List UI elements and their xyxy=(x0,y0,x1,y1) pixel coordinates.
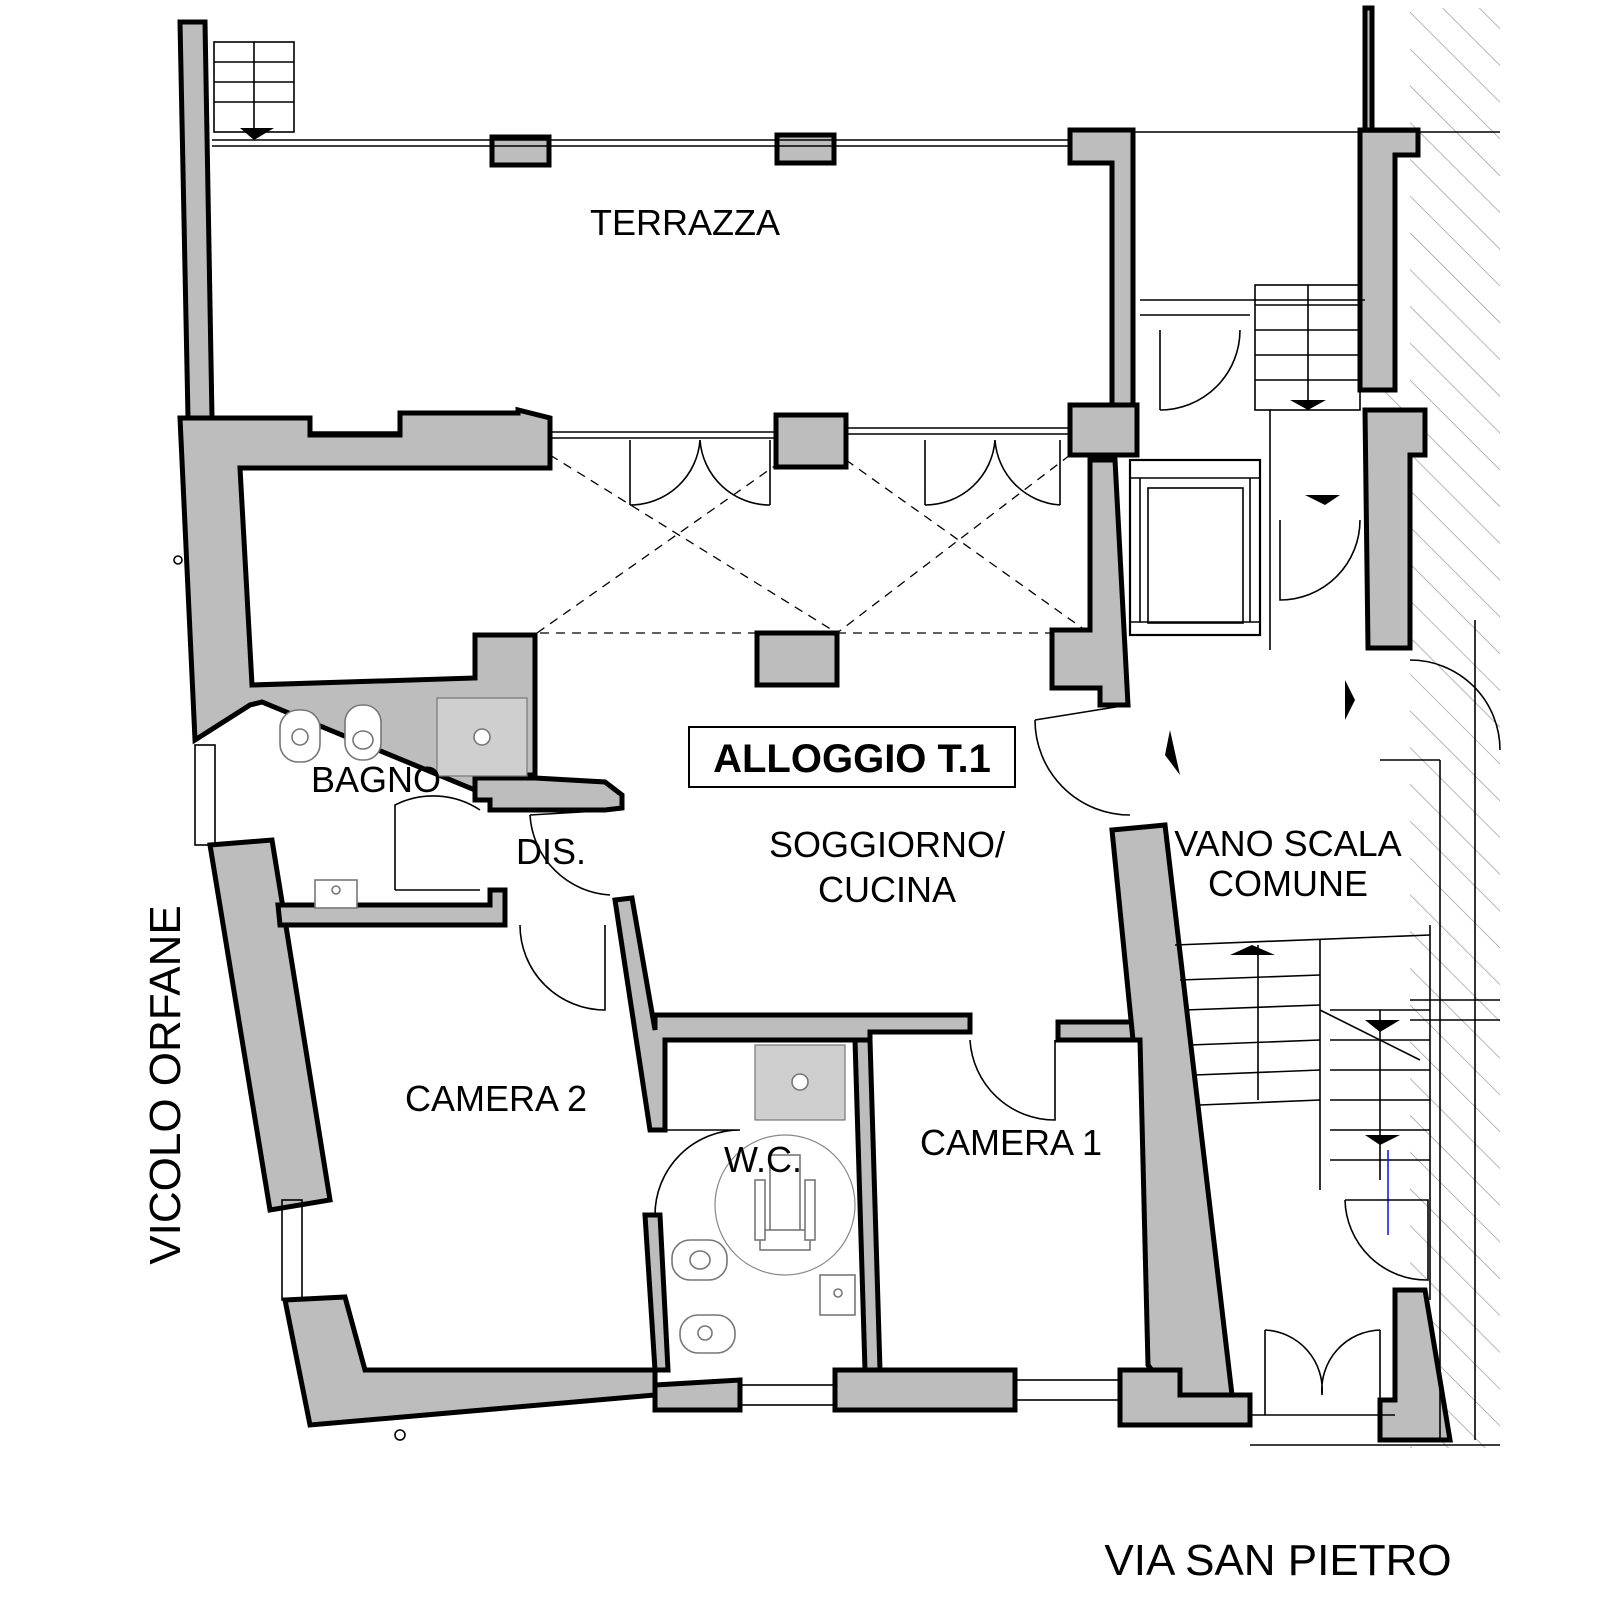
stair-arrow-icon xyxy=(240,128,274,140)
terrace-left-wall xyxy=(177,19,215,421)
unit-label: ALLOGGIO T.1 xyxy=(713,737,991,781)
stair-arrow-icon xyxy=(1290,400,1326,410)
central-column xyxy=(754,630,840,688)
stair-arrow-icon xyxy=(1365,1020,1400,1032)
thin-lines xyxy=(173,41,1501,1446)
walls xyxy=(177,5,1453,1443)
room-label-vano-scala: VANO SCALA xyxy=(1174,823,1401,864)
bidet-icon xyxy=(679,1314,736,1354)
stair-arrow-icon xyxy=(1345,680,1355,720)
shower-tray-icon xyxy=(754,1044,846,1121)
room-label-terrazza: TERRAZZA xyxy=(590,202,780,243)
fixtures xyxy=(279,697,856,1354)
stair-arrow-icon xyxy=(1305,495,1340,505)
toilet-icon xyxy=(671,1239,728,1281)
east-wall xyxy=(1109,822,1235,1398)
wc-right-wall xyxy=(852,1037,883,1373)
sink-icon xyxy=(819,1274,856,1316)
terrace-pillar xyxy=(489,134,552,168)
room-label-camera2: CAMERA 2 xyxy=(405,1078,587,1119)
west-wall-upper xyxy=(177,406,553,794)
terrace-right-wall xyxy=(1067,127,1136,423)
room-label-comune: COMUNE xyxy=(1208,863,1368,904)
west-wall-bottom xyxy=(281,1294,658,1428)
stair-wall-thin xyxy=(1362,5,1375,133)
street-label-left: VICOLO ORFANE xyxy=(141,905,190,1264)
wheelchair-icon xyxy=(714,1134,856,1276)
elevator-shaft xyxy=(1128,458,1262,637)
entrance-column xyxy=(1049,457,1131,708)
north-arrow-icon xyxy=(1165,730,1180,775)
unit-label-box xyxy=(688,726,1016,788)
stair-wall-east xyxy=(1362,407,1428,651)
stair-arrow-icon xyxy=(1365,1135,1400,1145)
bagno-partition xyxy=(472,775,625,813)
street-label-bottom: VIA SAN PIETRO xyxy=(1104,1536,1451,1585)
room-label-wc: W.C. xyxy=(724,1139,802,1180)
common-stairs xyxy=(1174,759,1441,1440)
stair-wall-east-lower xyxy=(1377,1287,1453,1443)
wc-left-wall xyxy=(642,1212,671,1373)
stair-arrow-icon xyxy=(1230,945,1275,955)
bagno-south-wall xyxy=(275,887,508,928)
west-wall-lower xyxy=(207,837,333,1213)
south-wall-right xyxy=(832,1367,1018,1413)
camera1-north-wall xyxy=(1055,1019,1143,1043)
room-label-dis: DIS. xyxy=(516,831,586,872)
living-pillar xyxy=(773,412,849,470)
room-label-camera1: CAMERA 1 xyxy=(920,1122,1102,1163)
bidet-icon xyxy=(279,709,321,763)
living-pillar xyxy=(1067,402,1140,458)
south-wall-mid xyxy=(652,1377,743,1413)
room-label-cucina: CUCINA xyxy=(818,869,956,910)
south-wall-right2 xyxy=(1117,1367,1253,1428)
stair-wall-top xyxy=(1357,127,1421,393)
room-label-bagno: BAGNO xyxy=(311,759,441,800)
shower-tray-icon xyxy=(436,697,528,777)
sink-icon xyxy=(314,879,358,909)
room-label-soggiorno: SOGGIORNO/ xyxy=(769,824,1005,865)
toilet-icon xyxy=(344,704,382,761)
